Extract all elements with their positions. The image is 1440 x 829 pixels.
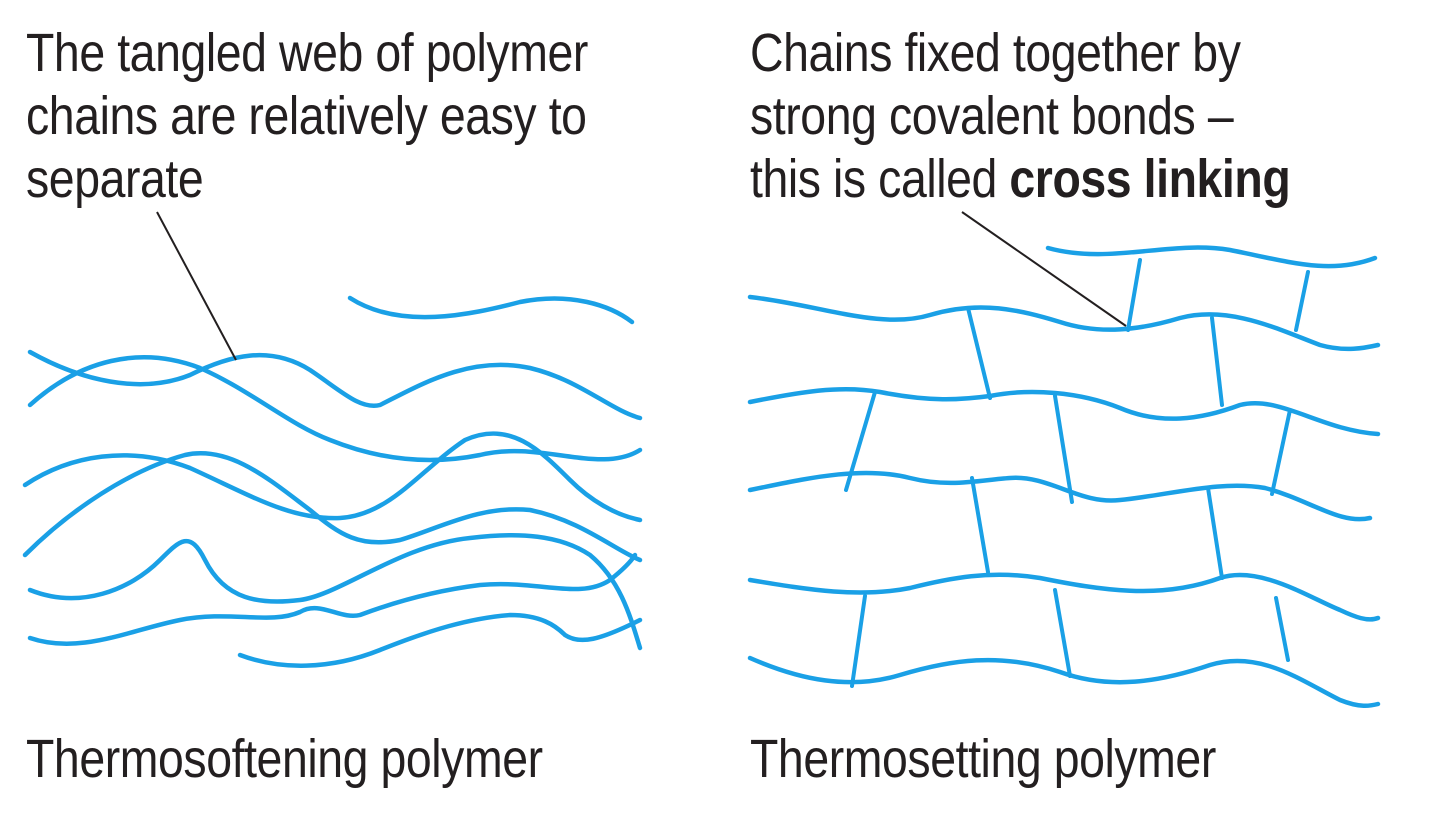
tangled-web-note: The tangled web of polymer chains are re… [26, 22, 588, 211]
note-line: The tangled web of polymer [26, 23, 588, 83]
note-line: separate [26, 149, 204, 209]
note-line: Chains fixed together by [750, 23, 1241, 83]
cross-linking-term: cross linking [1009, 149, 1291, 209]
thermosetting-caption: Thermosetting polymer [750, 729, 1216, 789]
note-line: chains are relatively easy to [26, 86, 587, 146]
thermosetting-panel: Chains fixed together by strong covalent… [720, 0, 1440, 829]
cross-linking-note: Chains fixed together by strong covalent… [750, 22, 1291, 211]
note-line: strong covalent bonds – [750, 86, 1234, 146]
note-text: this is called [750, 149, 1010, 209]
note-line-3: this is called cross linking [750, 148, 1291, 211]
thermosoftening-panel: The tangled web of polymer chains are re… [0, 0, 700, 829]
thermosoftening-caption: Thermosoftening polymer [26, 729, 543, 789]
